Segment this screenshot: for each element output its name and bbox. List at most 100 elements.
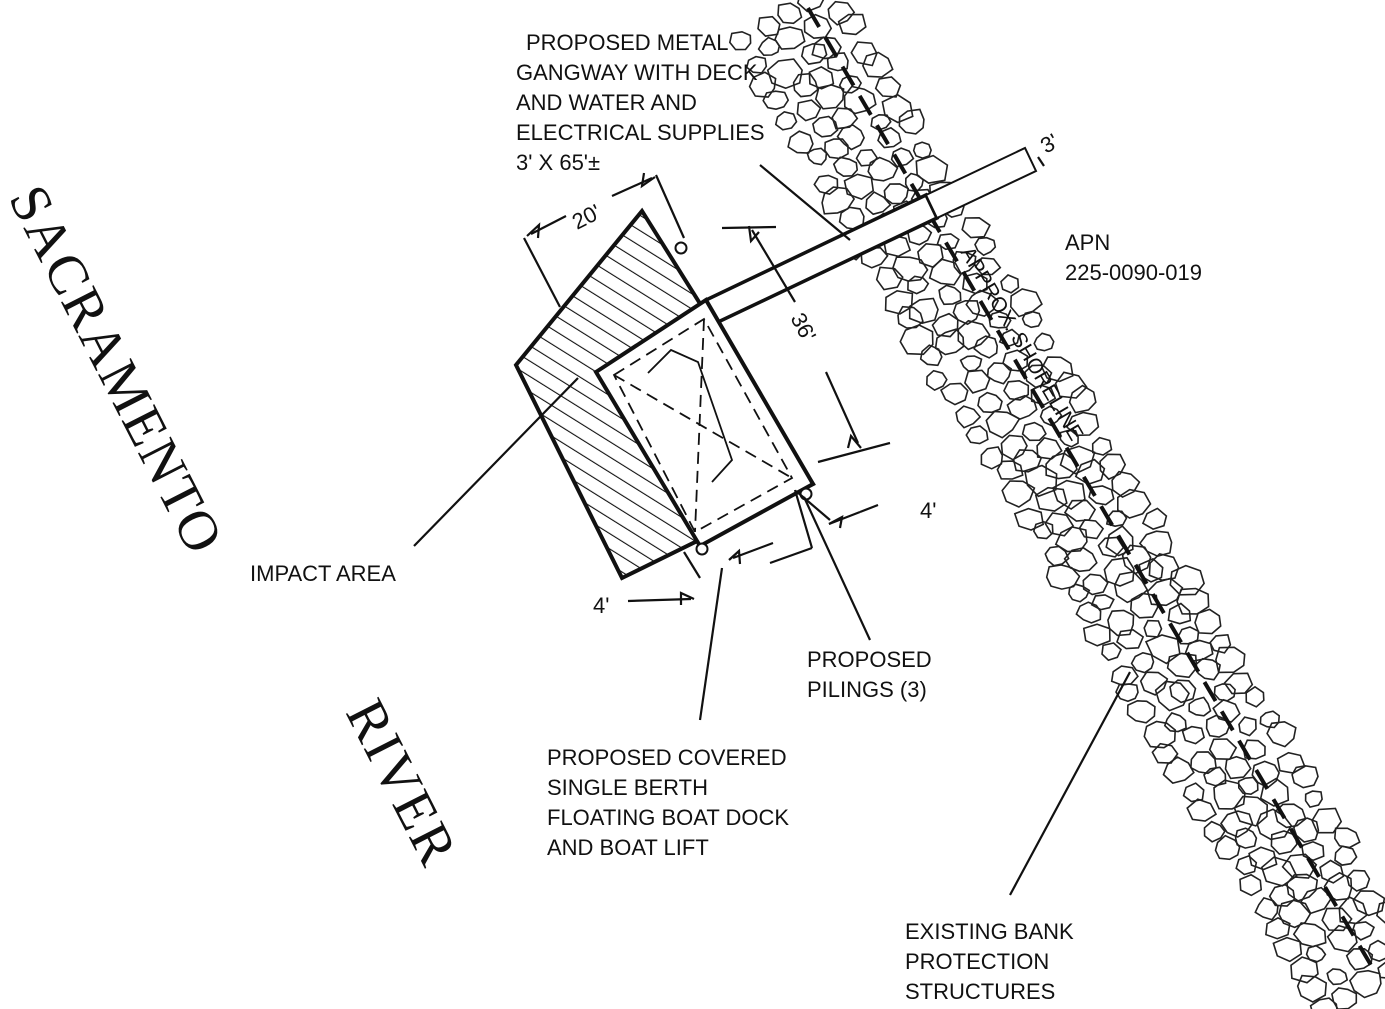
rock-143 bbox=[1082, 573, 1109, 596]
rock-133 bbox=[1054, 526, 1088, 553]
rock-97 bbox=[1003, 379, 1030, 401]
rock-195 bbox=[1276, 751, 1306, 774]
rock-233 bbox=[1292, 922, 1327, 948]
rock-102 bbox=[1006, 394, 1038, 420]
rock-236 bbox=[1350, 921, 1376, 941]
piling-1 bbox=[674, 241, 688, 255]
dimension-offset-left: 4' bbox=[593, 593, 609, 618]
dock-label-line-3: FLOATING BOAT DOCK bbox=[547, 805, 790, 830]
gangway-label: PROPOSED METAL GANGWAY WITH DECK AND WAT… bbox=[516, 28, 765, 178]
rock-147 bbox=[1113, 571, 1149, 604]
rock-15 bbox=[850, 41, 878, 67]
rock-18 bbox=[792, 72, 819, 98]
rock-1 bbox=[796, 0, 825, 13]
pilings-label-line-2: PILINGS (3) bbox=[807, 677, 927, 702]
rock-91 bbox=[1002, 349, 1029, 372]
rock-150 bbox=[1169, 564, 1205, 596]
rock-72 bbox=[938, 284, 962, 306]
dock-label: PROPOSED COVERED SINGLE BERTH FLOATING B… bbox=[547, 743, 789, 863]
rock-198 bbox=[1213, 779, 1246, 810]
rock-87 bbox=[973, 335, 999, 359]
dimension-width: 20' bbox=[568, 199, 605, 234]
rock-89 bbox=[925, 369, 948, 392]
rock-196 bbox=[1251, 760, 1280, 789]
rock-124 bbox=[1013, 507, 1045, 531]
rock-42 bbox=[867, 156, 899, 182]
dock-label-line-4: AND BOAT LIFT bbox=[547, 835, 709, 860]
rock-12 bbox=[800, 42, 828, 65]
rock-128 bbox=[1044, 512, 1075, 537]
rock-232 bbox=[1321, 907, 1353, 932]
bank-protection-label-line-2: PROTECTION bbox=[905, 949, 1050, 974]
rock-178 bbox=[1163, 712, 1187, 733]
rock-120 bbox=[1099, 453, 1127, 481]
rock-109 bbox=[980, 446, 1004, 470]
rock-190 bbox=[1266, 720, 1297, 748]
rock-159 bbox=[1101, 642, 1122, 662]
rock-141 bbox=[1121, 544, 1152, 575]
rock-220 bbox=[1334, 845, 1358, 866]
rock-162 bbox=[1144, 634, 1181, 665]
rock-166 bbox=[1184, 639, 1214, 662]
rock-75 bbox=[1000, 274, 1020, 294]
rock-187 bbox=[1208, 738, 1238, 761]
rock-130 bbox=[1117, 488, 1152, 519]
rock-111 bbox=[1059, 429, 1079, 448]
rock-14 bbox=[748, 71, 777, 98]
rock-10 bbox=[837, 13, 867, 36]
rock-177 bbox=[1188, 696, 1212, 717]
rock-28 bbox=[812, 115, 839, 138]
river-label: SACRAMENTO RIVER bbox=[0, 176, 469, 877]
rock-44 bbox=[821, 186, 856, 215]
rock-229 bbox=[1265, 917, 1291, 940]
rock-88 bbox=[959, 355, 983, 372]
rock-48 bbox=[865, 191, 892, 216]
rock-84 bbox=[919, 344, 943, 367]
gangway-label-line-5: 3' X 65'± bbox=[516, 150, 601, 175]
dimension-gangway-width: 3' bbox=[1036, 128, 1063, 158]
rock-39 bbox=[813, 174, 839, 195]
rock-246 bbox=[1377, 961, 1385, 979]
rock-68 bbox=[907, 275, 930, 295]
rock-140 bbox=[1138, 530, 1173, 558]
rock-165 bbox=[1209, 633, 1232, 654]
rock-243 bbox=[1326, 968, 1349, 986]
rock-160 bbox=[1194, 608, 1222, 635]
rock-90 bbox=[1033, 332, 1055, 352]
rock-218 bbox=[1260, 856, 1298, 887]
rock-105 bbox=[1068, 384, 1097, 414]
rock-79 bbox=[899, 324, 934, 356]
rock-77 bbox=[952, 299, 981, 326]
rock-172 bbox=[1169, 679, 1197, 704]
apn-label: APN 225-0090-019 bbox=[1065, 228, 1202, 288]
rock-78 bbox=[931, 312, 959, 338]
rock-226 bbox=[1323, 871, 1353, 901]
rock-60 bbox=[961, 216, 991, 239]
bank-protection-label-line-1: EXISTING BANK bbox=[905, 919, 1074, 944]
rock-206 bbox=[1274, 803, 1307, 829]
rock-113 bbox=[1012, 449, 1043, 473]
rock-224 bbox=[1254, 896, 1279, 921]
rock-219 bbox=[1239, 873, 1263, 897]
rock-126 bbox=[1088, 485, 1115, 506]
rock-215 bbox=[1333, 827, 1361, 849]
rock-193 bbox=[1203, 766, 1227, 787]
rock-154 bbox=[1082, 623, 1111, 647]
rock-26 bbox=[843, 85, 877, 115]
rock-116 bbox=[1059, 445, 1096, 475]
rock-45 bbox=[915, 154, 949, 184]
rock-185 bbox=[1259, 710, 1281, 729]
bank-protection-riprap bbox=[728, 0, 1385, 1009]
river-name-sacramento: SACRAMENTO bbox=[0, 176, 235, 565]
rock-225 bbox=[1346, 869, 1371, 892]
rock-131 bbox=[1105, 510, 1128, 528]
rock-70 bbox=[974, 257, 1002, 276]
rock-82 bbox=[957, 319, 991, 351]
rock-155 bbox=[1176, 587, 1210, 615]
piling-3 bbox=[695, 542, 709, 556]
rock-129 bbox=[1032, 520, 1054, 540]
rock-33 bbox=[824, 138, 849, 160]
rock-85 bbox=[1021, 310, 1043, 329]
gangway-label-line-1: PROPOSED METAL bbox=[526, 30, 729, 55]
